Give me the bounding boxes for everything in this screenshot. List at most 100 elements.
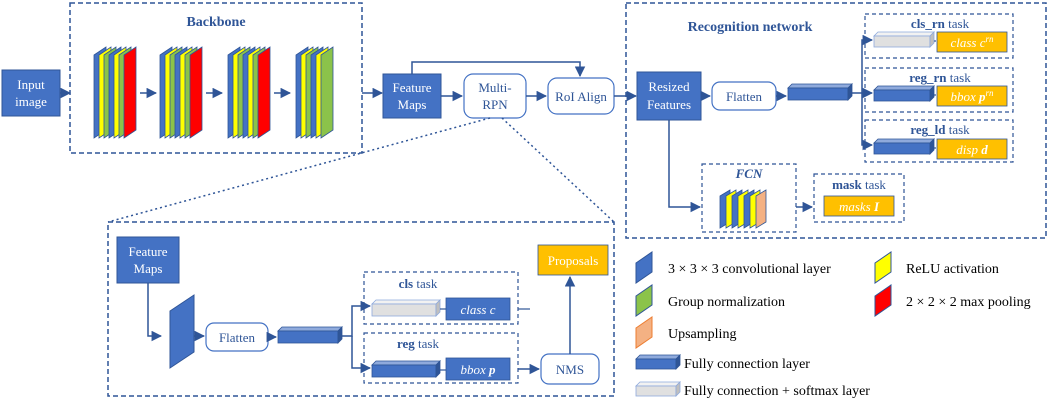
conv-layer-icon	[635, 251, 653, 284]
upsampling-sheet-fcn-6	[755, 189, 767, 229]
cls-rn-task-name: cls_rn	[911, 16, 946, 31]
reg-rn-output-base: bbox	[950, 89, 979, 104]
recognition-fc-layer	[787, 83, 853, 101]
rpn-flatten-label: Flatten	[219, 330, 256, 345]
mask-task-box: mask task masks I	[813, 173, 905, 223]
reg-task-name: reg	[397, 336, 415, 351]
cls-rn-output-sup: rn	[986, 34, 995, 44]
mask-output: masks I	[839, 199, 880, 214]
mask-task-suffix: task	[862, 177, 887, 192]
arrow-to-cls-rn	[852, 34, 874, 94]
resized-features-label-1: Resized	[648, 79, 690, 94]
reg-ld-output-bold: d	[981, 142, 988, 157]
relu-icon	[874, 251, 892, 284]
backbone-layer-stacks	[93, 46, 334, 139]
proposals-label: Proposals	[548, 253, 599, 268]
mask-task-title: mask task	[832, 177, 886, 192]
resized-features-node: Resized Features	[636, 71, 702, 121]
rpn-feature-maps-label-2: Maps	[134, 261, 163, 276]
cls-rn-output: class crn	[950, 34, 994, 50]
legend: 3 × 3 × 3 convolutional layer ReLU activ…	[635, 251, 1031, 399]
input-image-label-2: image	[15, 94, 47, 109]
maxpool-sheet-0-6	[123, 46, 137, 139]
arrow-to-reg	[351, 336, 372, 374]
roi-align-node: RoI Align	[547, 77, 615, 115]
recognition-network-block: Recognition network Resized Features Fla…	[625, 2, 1047, 239]
rpn-conv-layer	[169, 294, 195, 369]
recognition-flatten-node: Flatten	[711, 81, 777, 111]
maxpool-sheet-2-6	[257, 46, 271, 139]
maxpool-sheet-1-6	[189, 46, 203, 139]
cls-rn-task-title: cls_rn task	[911, 16, 970, 31]
reg-task-box: reg task bbox p	[363, 332, 519, 384]
fc-softmax-icon	[635, 381, 681, 397]
multi-rpn-label-2: RPN	[482, 97, 508, 112]
mask-output-base: masks	[839, 199, 874, 214]
cls-rn-output-base: class c	[950, 35, 985, 50]
recognition-flatten-label: Flatten	[726, 89, 763, 104]
resized-features-label-2: Features	[647, 97, 691, 112]
groupnorm-icon	[635, 284, 653, 317]
reg-rn-task-suffix: task	[947, 70, 972, 85]
multi-rpn-label-1: Multi-	[478, 80, 511, 95]
fc-layer-icon	[635, 354, 681, 370]
reg-output-base: bbox	[460, 362, 489, 377]
rpn-feature-maps-label-1: Feature	[129, 244, 168, 259]
feature-maps-label-1: Feature	[393, 80, 432, 95]
zoom-line-right	[501, 117, 615, 223]
rpn-feature-maps-node: Feature Maps	[116, 236, 180, 284]
reg-rn-output-bold: p	[978, 89, 986, 104]
proposals-node: Proposals	[537, 244, 609, 276]
reg-task-suffix: task	[415, 336, 440, 351]
mask-task-name: mask	[832, 177, 862, 192]
feature-maps-label-2: Maps	[398, 97, 427, 112]
nms-label: NMS	[556, 362, 584, 377]
legend-label-fc-softmax: Fully connection + softmax layer	[684, 384, 870, 399]
rpn-detail-block: Feature Maps Flatten cls task	[107, 221, 615, 397]
rpn-flatten-node: Flatten	[205, 322, 269, 352]
fcn-title: FCN	[735, 166, 763, 181]
roi-align-label: RoI Align	[555, 89, 607, 104]
nms-node: NMS	[540, 353, 600, 385]
cls-output: class c	[460, 302, 495, 317]
fcn-layer-stack	[719, 189, 767, 229]
input-image-node: Input image	[1, 69, 61, 117]
legend-label-maxpool: 2 × 2 × 2 max pooling	[906, 295, 1031, 310]
input-image-label-1: Input	[17, 77, 45, 92]
backbone-title: Backbone	[186, 15, 245, 30]
cls-task-box: cls task class c	[363, 271, 519, 325]
reg-rn-task-title: reg_rn task	[909, 70, 971, 85]
groupnorm-sheet-3-5	[320, 46, 334, 139]
reg-ld-task-title: reg_ld task	[910, 122, 970, 137]
arrow-resized-fcn	[668, 120, 702, 213]
reg-rn-output-sup: rn	[986, 88, 995, 98]
reg-ld-task-name: reg_ld	[910, 122, 946, 137]
reg-rn-task-box: reg_rn task bbox prn	[864, 67, 1014, 113]
reg-output: bbox p	[460, 362, 496, 377]
maxpool-icon	[874, 284, 892, 317]
multi-rpn-node: Multi- RPN	[463, 73, 527, 119]
cls-task-name: cls	[399, 276, 413, 291]
cls-rn-task-suffix: task	[945, 16, 970, 31]
recognition-title: Recognition network	[688, 20, 813, 35]
reg-rn-task-name: reg_rn	[909, 70, 947, 85]
reg-ld-task-suffix: task	[945, 122, 970, 137]
legend-label-upsampling: Upsampling	[668, 327, 736, 342]
cls-rn-task-box: cls_rn task class crn	[864, 13, 1014, 59]
legend-label-groupnorm: Group normalization	[668, 295, 785, 310]
reg-task-title: reg task	[397, 336, 440, 351]
reg-ld-task-box: reg_ld task disp d	[864, 119, 1014, 163]
arrow-to-reg-ld	[861, 93, 874, 151]
mask-output-bold: I	[873, 199, 880, 214]
upsampling-icon	[635, 316, 653, 349]
legend-label-fc: Fully connection layer	[684, 357, 810, 372]
cls-task-title: cls task	[399, 276, 438, 291]
arrow-to-cls	[342, 300, 372, 337]
fcn-block: FCN	[701, 163, 797, 233]
legend-label-conv: 3 × 3 × 3 convolutional layer	[668, 262, 831, 277]
reg-rn-output: bbox prn	[950, 88, 994, 104]
reg-ld-output: disp d	[956, 142, 988, 157]
zoom-line-left	[107, 117, 491, 223]
reg-output-bold: p	[488, 362, 496, 377]
